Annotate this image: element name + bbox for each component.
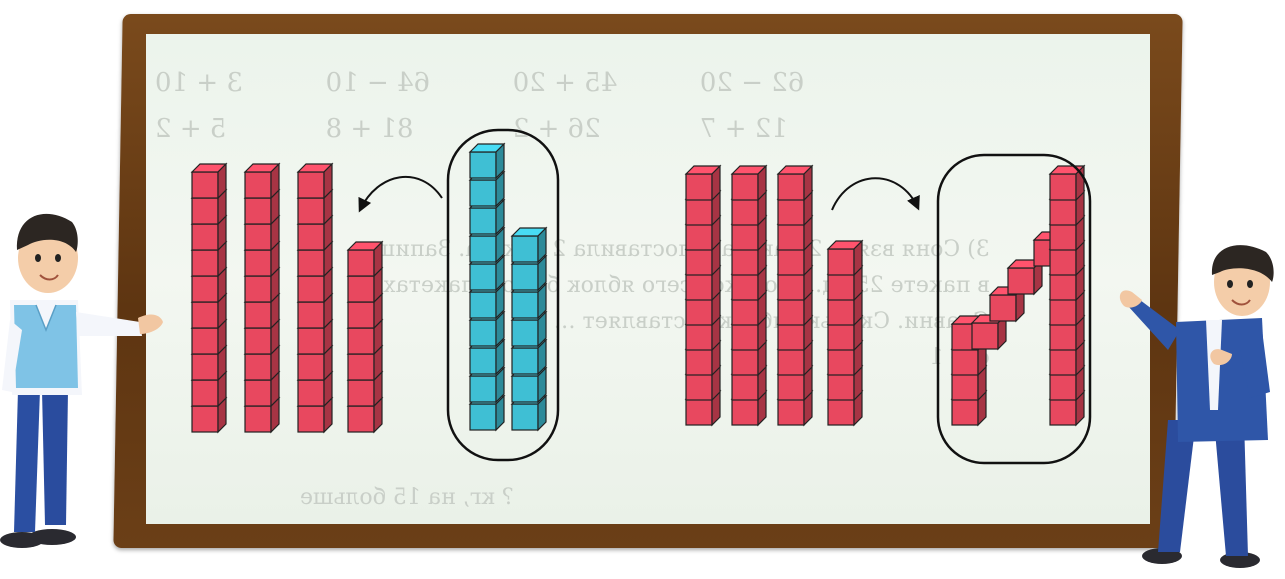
left-red-ten-2-cube-10 bbox=[245, 164, 279, 198]
left-arrow bbox=[360, 177, 442, 210]
right-red-ten-3-cube-10 bbox=[778, 166, 812, 200]
right-arrow bbox=[832, 178, 918, 210]
right-red-ones-cube-7 bbox=[828, 241, 862, 275]
left-red-ones-cube-7 bbox=[348, 242, 382, 276]
left-blue-col2-cube-7 bbox=[512, 228, 546, 262]
left-red-ten-3-cube-10 bbox=[298, 164, 332, 198]
right-red-ten-1-cube-10 bbox=[686, 166, 720, 200]
right-red-ten-2-cube-10 bbox=[732, 166, 766, 200]
cubes-layer bbox=[192, 144, 1084, 432]
boy-right-figure bbox=[1120, 245, 1274, 568]
left-blue-col1-cube-10 bbox=[470, 144, 504, 178]
boy-left-figure bbox=[0, 214, 163, 548]
left-red-ten-1-cube-10 bbox=[192, 164, 226, 198]
